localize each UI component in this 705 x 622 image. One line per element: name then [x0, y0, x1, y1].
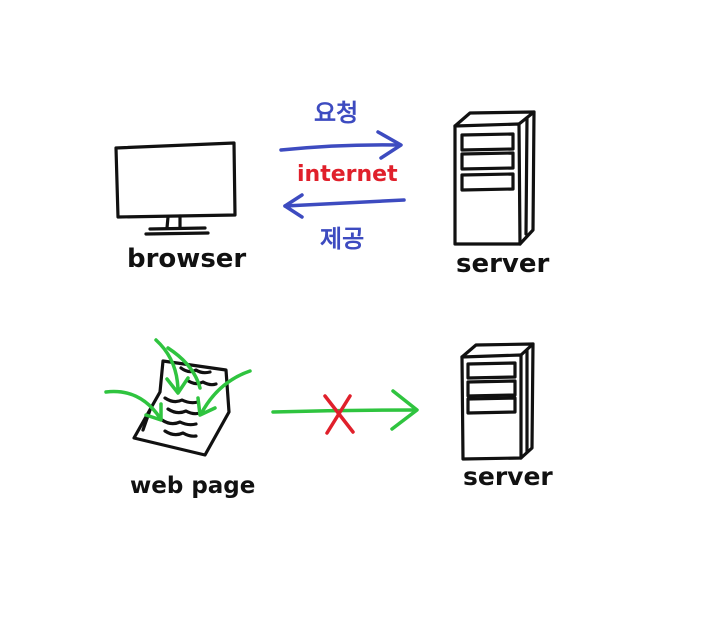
blocked-cross-icon: [323, 394, 355, 435]
server-label-bottom: server: [463, 462, 553, 491]
blocked-arrow: [271, 389, 419, 431]
provide-arrow: [283, 193, 406, 219]
request-label: 요청: [314, 99, 358, 127]
webpage-label: web page: [130, 473, 255, 499]
browser-label: browser: [127, 244, 246, 274]
server-label-top: server: [456, 249, 550, 279]
request-arrow: [279, 130, 403, 160]
internet-label: internet: [297, 162, 398, 187]
webpage-document-icon: [132, 359, 231, 457]
server-tower-icon: [453, 110, 536, 246]
server-tower-icon-bottom: [460, 342, 535, 461]
converging-green-arrows: [104, 338, 252, 422]
browser-monitor-icon: [114, 141, 237, 236]
provide-label: 제공: [320, 225, 364, 253]
